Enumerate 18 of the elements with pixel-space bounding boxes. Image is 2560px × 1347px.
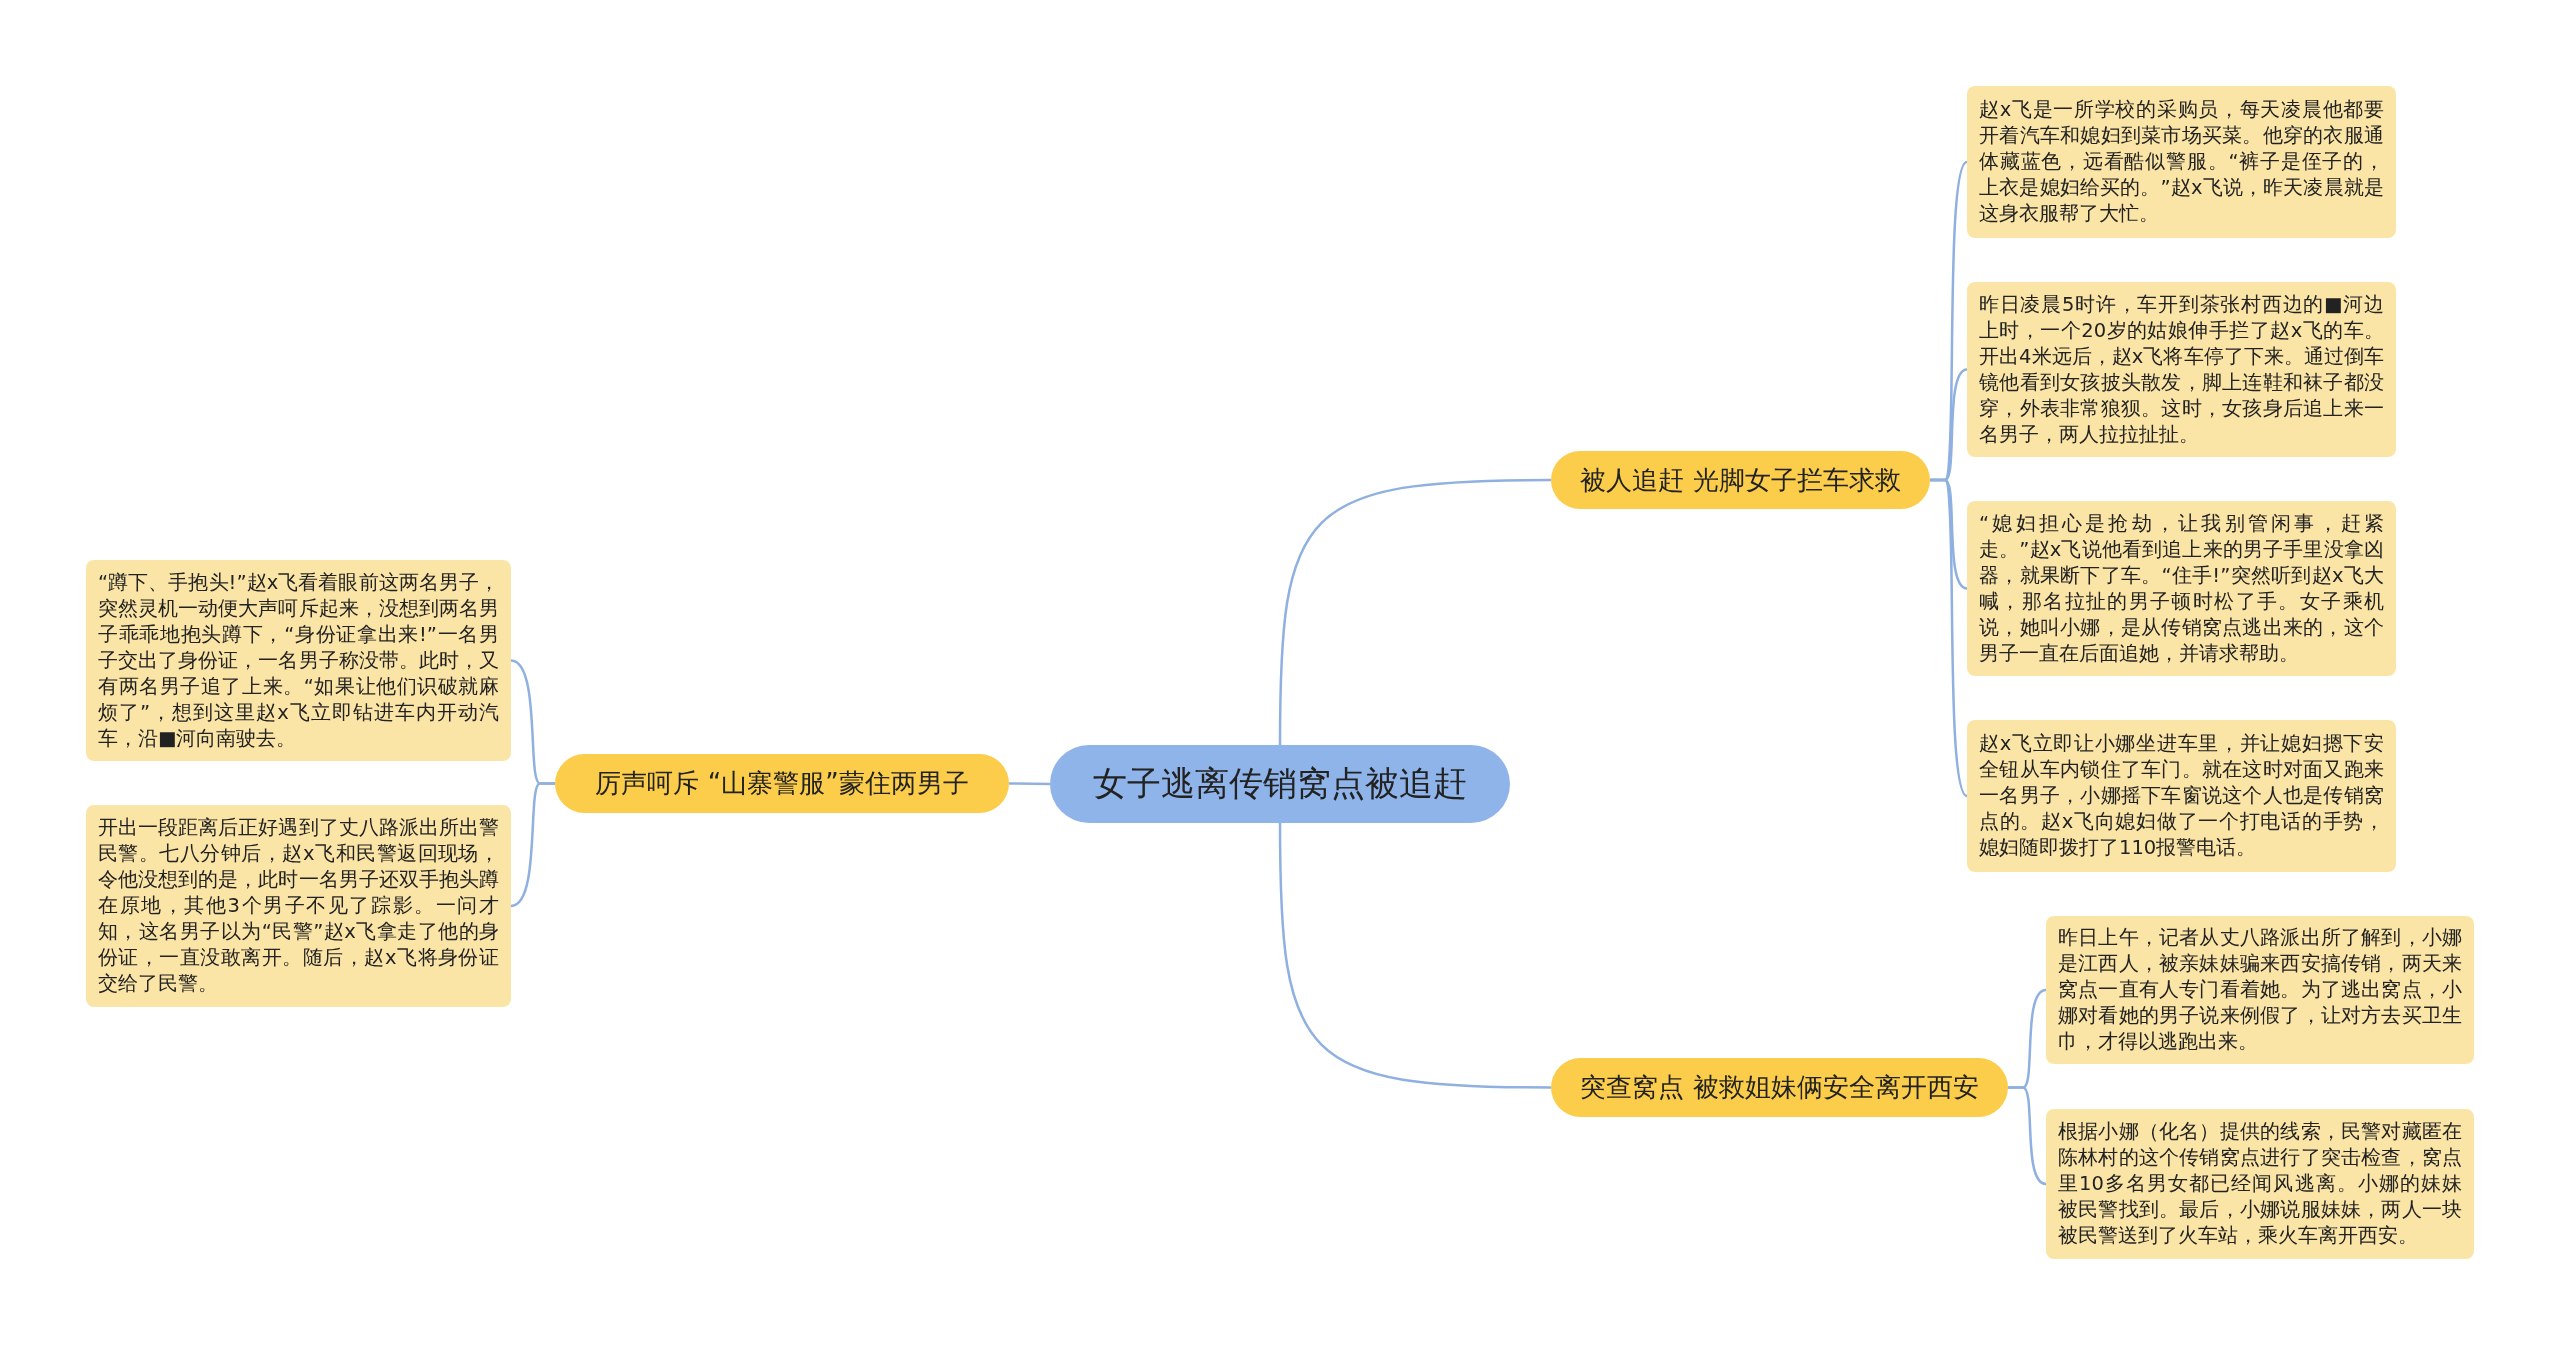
text-card: 昨日上午，记者从丈八路派出所了解到，小娜是江西人，被亲妹妹骗来西安搞传销，两天来窝点一直有人专门看着她。为了逃出窝点，小娜对看她的男子说来例假了，让对方去买卫生巾，才得以逃跑出来。 (2046, 916, 2474, 1064)
connector (1930, 478, 1968, 797)
connector (2008, 1086, 2047, 1186)
connector (1278, 478, 1551, 745)
central-topic: 女子逃离传销窝点被追赶 (1050, 745, 1510, 823)
text-card: 根据小娜（化名）提供的线索，民警对藏匿在陈林村的这个传销窝点进行了突击检查，窝点里10多名男女都已经闻风逃离。小娜的妹妹被民警找到。最后，小娜说服妹妹，两人一块被民警送到了火车站，乘火车离开西安。 (2046, 1109, 2474, 1259)
topic-box: 被人追赶 光脚女子拦车求救 (1551, 451, 1930, 509)
text-card: 赵x飞立即让小娜坐进车里，并让媳妇摁下安全钮从车内锁住了车门。就在这时对面又跑来一名男子，小娜摇下车窗说这个人也是传销窝点的。赵x飞向媳妇做了一个打电话的手势，媳妇随即拨打了110报警电话。 (1967, 720, 2396, 872)
connector (1278, 823, 1551, 1089)
text-card: 赵x飞是一所学校的采购员，每天凌晨他都要开着汽车和媳妇到菜市场买菜。他穿的衣服通体藏蓝色，远看酷似警服。“裤子是侄子的，上衣是媳妇给买的。”赵x飞说，昨天凌晨就是这身衣服帮了大忙。 (1967, 86, 2396, 238)
connector (510, 782, 555, 908)
text-card: 开出一段距离后正好遇到了丈八路派出所出警民警。七八分钟后，赵x飞和民警返回现场，令他没想到的是，此时一名男子还双手抱头蹲在原地，其他3个男子不见了踪影。一问才知，这名男子以为“民警”赵x飞拿走了他的身份证，一直没敢离开。随后，赵x飞将身份证交给了民警。 (86, 805, 511, 1007)
connector (1009, 782, 1050, 786)
text-card: “媳妇担心是抢劫，让我别管闲事，赶紧走。”赵x飞说他看到追上来的男子手里没拿凶器，就果断下了车。“住手!”突然听到赵x飞大喊，那名拉扯的男子顿时松了手。女子乘机说，她叫小娜，是从传销窝点逃出来的，这个男子一直在后面追她，并请求帮助。 (1967, 501, 2396, 676)
topic-box: 厉声呵斥 “山寨警服”蒙住两男子 (555, 754, 1009, 813)
text-card: “蹲下、手抱头!”赵x飞看着眼前这两名男子，突然灵机一动便大声呵斥起来，没想到两名男子乖乖地抱头蹲下，“身份证拿出来!”一名男子交出了身份证，一名男子称没带。此时，又有两名男子追了上来。“如果让他们识破就麻烦了”，想到这里赵x飞立即钻进车内开动汽车，沿■河向南驶去。 (86, 560, 511, 761)
topic-box: 突查窝点 被救姐妹俩安全离开西安 (1551, 1058, 2008, 1117)
text-card: 昨日凌晨5时许，车开到茶张村西边的■河边上时，一个20岁的姑娘伸手拦了赵x飞的车。开出4米远后，赵x飞将车停了下来。通过倒车镜他看到女孩披头散发，脚上连鞋和袜子都没穿，外表非常狼狈。这时，女孩身后追上来一名男子，两人拉拉扯扯。 (1967, 282, 2396, 457)
